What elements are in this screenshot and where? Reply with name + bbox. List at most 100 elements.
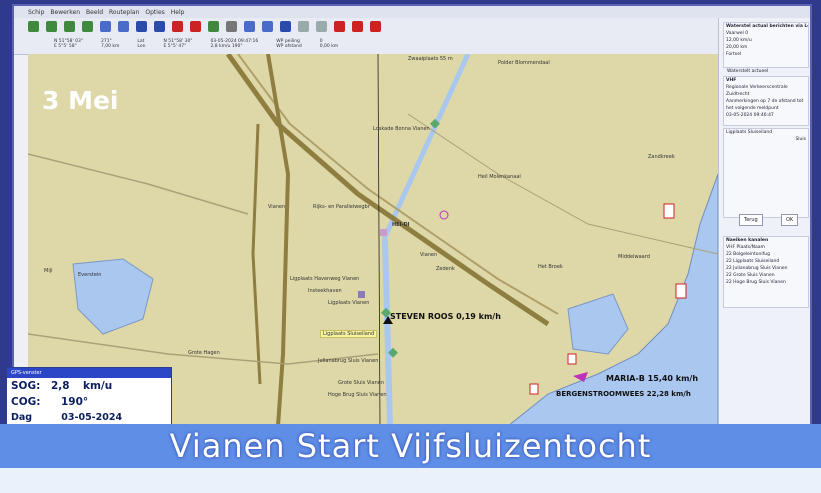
road-west: [251, 123, 262, 385]
banner-title: Vianen Start Vijfsluizentocht: [169, 427, 652, 465]
readout-cursor: N 51°58' 30"E 5°5' 47": [163, 39, 193, 49]
label-zedenk: Zedenk: [436, 266, 455, 272]
settings-icon[interactable]: [370, 21, 381, 32]
route-row: 22 Bolgeleintonifug: [726, 252, 770, 257]
nautical-chart[interactable]: Zwaaiplaats 55 m Polder Blommendaal Losk…: [28, 54, 718, 426]
canal-north: [381, 54, 471, 241]
banner-bottom-strip: [0, 468, 821, 493]
panel-icon[interactable]: [298, 21, 309, 32]
flag-icon[interactable]: [172, 21, 183, 32]
label-polder: Polder Blommendaal: [498, 60, 550, 66]
label-hetbroek: Het Broek: [538, 264, 563, 270]
menu-schip[interactable]: Schip: [28, 8, 45, 16]
label-middelwaard: Middelwaard: [618, 254, 650, 260]
menu-beeld[interactable]: Beeld: [86, 8, 104, 16]
route-row: 22 Julianabrug Sluis Vianen: [726, 266, 788, 271]
label-grote-hagen: Grote Hagen: [188, 350, 220, 356]
label-zandkreek: Zandkreek: [648, 154, 675, 160]
track-icon[interactable]: [82, 21, 93, 32]
label-heidi: HEI-DI: [392, 222, 410, 228]
lake-everstein: [72, 258, 154, 335]
menu-routeplan[interactable]: Routeplan: [109, 8, 140, 16]
terug-button[interactable]: Terug: [739, 214, 763, 226]
measure-icon[interactable]: [226, 21, 237, 32]
river-lek: [507, 173, 718, 426]
vessel-label-bergenstroom[interactable]: BERGENSTROOMWEES 22,28 km/h: [556, 390, 691, 398]
route-channel-panel: Naeiken kanalen VHF Plaats/Naam 22 Bolge…: [723, 236, 809, 308]
date-overlay: 3 Mei: [42, 86, 119, 115]
label-grote-sluis: Grote Sluis Vianen: [338, 380, 384, 386]
open-chart-icon[interactable]: [28, 21, 39, 32]
gps-window: GPS-venster SOG: 2,8 km/u COG: 190° Dag …: [6, 367, 172, 439]
readout-bearing: 271°7,00 km: [100, 39, 120, 49]
navigation-app-window: Schip Bewerken Beeld Routeplan Opties He…: [14, 6, 810, 426]
info-icon[interactable]: [154, 21, 165, 32]
layers-icon[interactable]: [46, 21, 57, 32]
ship-icon[interactable]: [244, 21, 255, 32]
list-icon[interactable]: [316, 21, 327, 32]
label-heimolen: Heil Molenkanaal: [478, 174, 521, 180]
phone-icon[interactable]: [334, 21, 345, 32]
marker-julianabrug: [388, 347, 398, 358]
road-2: [28, 333, 379, 365]
water-status-label: Waterstelt actueel: [727, 69, 769, 74]
label-sluiseiland[interactable]: Ligplaats Sluiseiland: [320, 330, 378, 338]
cursor-marker: [439, 210, 449, 220]
highway-a2: [266, 54, 291, 426]
route-row: 22 Hoge Brug Sluis Vianen: [726, 280, 786, 285]
water-status-panel: Waterstel actual berichten via Lok Vaarw…: [723, 22, 809, 68]
label-zwaaiplaats: Zwaaiplaats 55 m: [408, 56, 453, 62]
heading-line: [377, 54, 381, 426]
vessel-label-steven-roos[interactable]: STEVEN ROOS 0,19 km/h: [390, 312, 501, 321]
marker-lek-3: [567, 353, 577, 365]
menu-help[interactable]: Help: [170, 8, 185, 16]
menu-opties[interactable]: Opties: [145, 8, 165, 16]
route-row: 22 Ligplaats Sluiseiland: [726, 259, 780, 264]
readout-position: N 51°58' 03"E 5°5' 58": [54, 39, 83, 49]
compass-icon[interactable]: [262, 21, 273, 32]
highway-lane: [237, 54, 559, 315]
zoom-icon[interactable]: [100, 21, 111, 32]
menu-bar: Schip Bewerken Beeld Routeplan Opties He…: [14, 6, 810, 18]
pin-icon[interactable]: [190, 21, 201, 32]
vessel-label-maria-b[interactable]: MARIA-B 15,40 km/h: [606, 374, 699, 383]
pan-icon[interactable]: [118, 21, 129, 32]
own-ship: [383, 316, 393, 324]
chart-graphics: [28, 54, 718, 426]
vhf-message-panel: VHF Regionale Verkeerscentrale Zuidtrech…: [723, 76, 809, 126]
route-icon[interactable]: [208, 21, 219, 32]
label-hoge-brug: Hoge Brug Sluis Vianen: [328, 392, 387, 398]
cog-row: COG: 190°: [11, 396, 89, 408]
road-3: [407, 113, 718, 255]
label-vianen-map: Vianen: [420, 252, 438, 258]
marker-sluis: [381, 307, 391, 318]
menu-bewerken[interactable]: Bewerken: [50, 8, 81, 16]
ligplaats-panel: Ligplaats Sluiseiland Sluis: [723, 128, 809, 218]
gps-window-title: GPS-venster: [7, 368, 171, 378]
label-insteek: Insteekhaven: [308, 288, 342, 294]
text-tool-icon[interactable]: [136, 21, 147, 32]
marker-lek-4: [529, 383, 539, 395]
label-mijl: Mijl: [44, 268, 53, 274]
highway-a27: [225, 54, 550, 327]
alarm-icon[interactable]: [352, 21, 363, 32]
label-everstein: Everstein: [78, 272, 102, 278]
info-sidebar: Waterstel actual berichten via Lok Vaarw…: [718, 18, 810, 426]
grid-icon[interactable]: [64, 21, 75, 32]
label-ligvianen: Ligplaats Vianen: [328, 300, 370, 306]
marker-heidi: [380, 229, 387, 236]
ok-button[interactable]: OK: [781, 214, 799, 226]
title-banner: Vianen Start Vijfsluizentocht: [0, 424, 821, 493]
vessel-maria-b: [573, 372, 588, 382]
screen-icon[interactable]: [280, 21, 291, 32]
road-1: [28, 153, 249, 215]
label-vianen-l: Vianen: [268, 204, 286, 210]
route-row: 22 Grote Sluis Vianen: [726, 273, 775, 278]
marker-lek-1: [663, 203, 675, 219]
